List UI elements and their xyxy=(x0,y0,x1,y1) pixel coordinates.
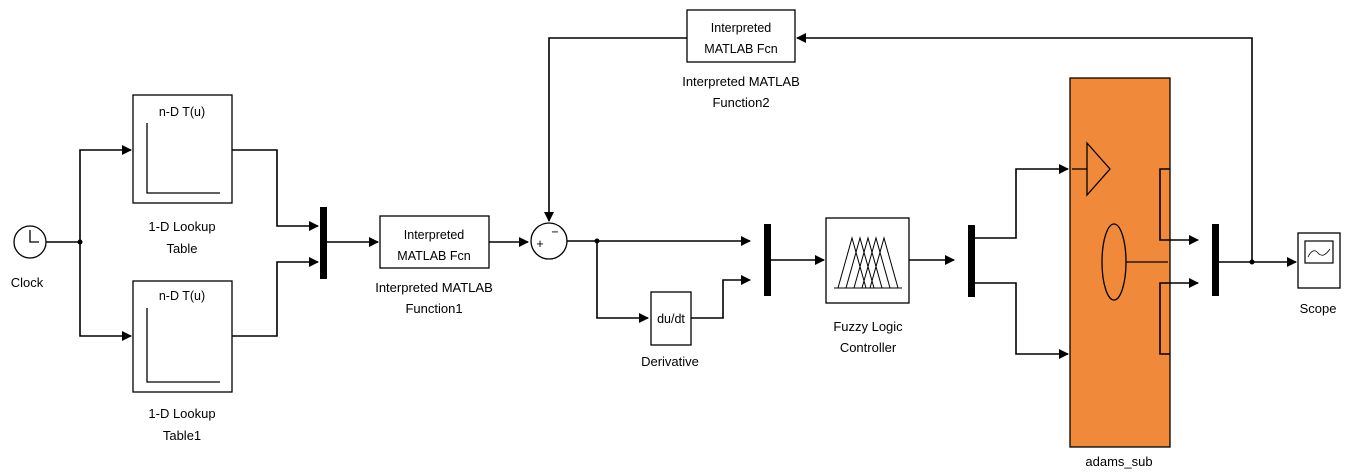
sum-block[interactable]: + − xyxy=(530,222,568,260)
fcn1-label-1: Interpreted MATLAB xyxy=(375,280,493,295)
interpreted-matlab-function2-block[interactable]: Interpreted MATLAB Fcn Interpreted MATLA… xyxy=(682,9,800,110)
fcn1-inner-1: Interpreted xyxy=(404,228,465,242)
fcn2-label-1: Interpreted MATLAB xyxy=(682,74,800,89)
lookup1-graph-icon xyxy=(146,308,220,383)
lookup-table1-label-1: 1-D Lookup xyxy=(148,406,215,421)
sum-minus: − xyxy=(551,225,558,239)
derivative-inner: du/dt xyxy=(657,312,685,326)
fcn2-inner-1: Interpreted xyxy=(711,21,772,35)
clock-wires xyxy=(46,145,132,341)
fuzzy-label-1: Fuzzy Logic xyxy=(833,319,903,334)
derivative-to-mux2-wire xyxy=(691,275,751,319)
derivative-label: Derivative xyxy=(641,354,699,369)
derivative-block[interactable]: du/dt Derivative xyxy=(641,291,699,369)
fcn1-inner-2: MATLAB Fcn xyxy=(397,249,470,263)
lookup-graph-icon xyxy=(146,123,220,194)
fcn2-label-2: Function2 xyxy=(712,95,769,110)
scope-screen-icon xyxy=(1304,240,1334,264)
scope-block[interactable]: Scope xyxy=(1297,232,1341,316)
adams-sub-label: adams_sub xyxy=(1085,454,1152,469)
membership-functions-icon xyxy=(834,236,902,289)
fcn1-label-2: Function1 xyxy=(405,301,462,316)
lookup-table1-label-2: Table1 xyxy=(163,428,201,443)
fuzzy-label-2: Controller xyxy=(840,340,897,355)
adams-input-port-icon xyxy=(1072,141,1111,197)
mux3-to-adams-wires xyxy=(975,164,1069,359)
lookup-table-inner: n-D T(u) xyxy=(159,105,205,119)
interpreted-matlab-function1-block[interactable]: Interpreted MATLAB Fcn Interpreted MATLA… xyxy=(375,215,493,316)
clock-block[interactable]: Clock xyxy=(11,225,47,290)
lookup-table-label-1: 1-D Lookup xyxy=(148,219,215,234)
mux-4[interactable] xyxy=(1212,224,1219,296)
output-and-feedback-wires xyxy=(544,33,1297,267)
adams-output-port-icon xyxy=(1101,223,1168,301)
sum-plus: + xyxy=(536,237,543,251)
lookup-table-block[interactable]: n-D T(u) 1-D Lookup Table xyxy=(132,94,233,256)
lookup-wires xyxy=(232,149,319,337)
clock-label: Clock xyxy=(11,275,44,290)
scope-label: Scope xyxy=(1300,301,1337,316)
lookup-table1-block[interactable]: n-D T(u) 1-D Lookup Table1 xyxy=(132,280,233,443)
mux-3[interactable] xyxy=(968,225,975,297)
lookup-table-label-2: Table xyxy=(166,241,197,256)
lookup-table1-inner: n-D T(u) xyxy=(159,289,205,303)
mux-2[interactable] xyxy=(764,224,771,296)
fcn2-inner-2: MATLAB Fcn xyxy=(704,42,777,56)
adams-sub-block[interactable]: adams_sub xyxy=(1069,77,1171,469)
fuzzy-logic-controller-block[interactable]: Fuzzy Logic Controller xyxy=(825,217,910,355)
mux-1[interactable] xyxy=(320,207,327,279)
sum-output-wires xyxy=(567,236,751,323)
adams-to-mux4-wires xyxy=(1159,168,1199,355)
